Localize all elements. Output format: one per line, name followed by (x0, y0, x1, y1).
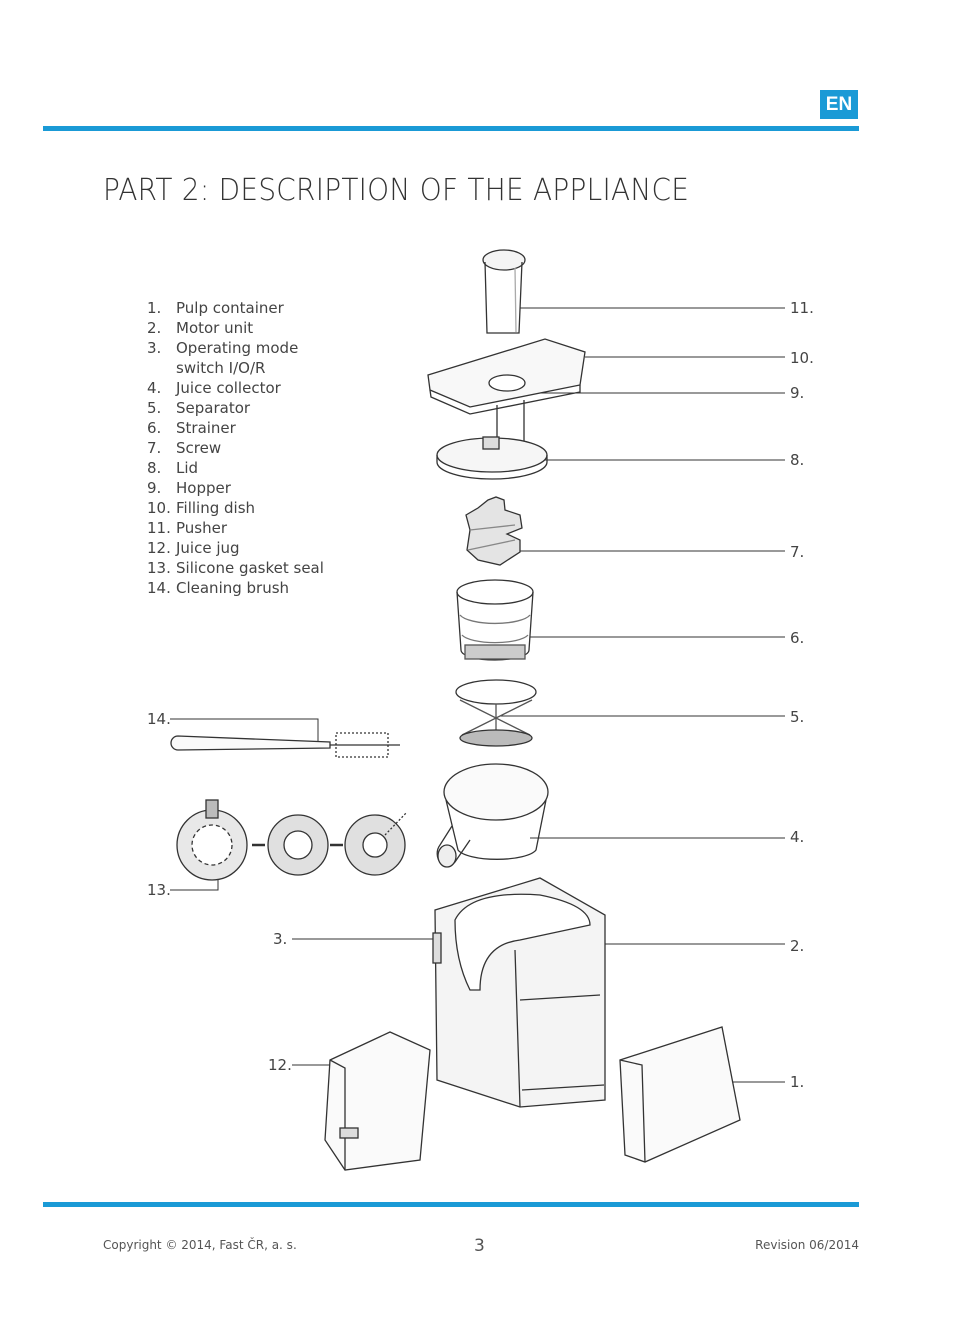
parts-list: 1. Pulp container 2. Motor unit 3. Operatin… (147, 298, 324, 598)
item-label: Screw (176, 439, 222, 457)
item-number: 13. (147, 559, 171, 577)
item-label: Pusher (176, 519, 228, 537)
gasket-seal-illustration (176, 799, 408, 881)
callout-12: 12. (268, 1056, 292, 1074)
item-label: Juice jug (176, 539, 240, 557)
header-rule (43, 126, 859, 131)
item-number: 14. (147, 579, 171, 597)
item-label: Strainer (176, 419, 236, 437)
callout-13: 13. (147, 881, 171, 899)
item-label: Operating mode (176, 339, 299, 357)
filling-dish-illustration (427, 338, 586, 445)
item-label: Motor unit (176, 319, 254, 337)
page-title: PART 2: DESCRIPTION OF THE APPLIANCE (103, 173, 690, 208)
item-number: 1. (147, 299, 162, 317)
list-item: 14. Cleaning brush (147, 578, 324, 598)
item-label: Lid (176, 459, 199, 477)
callout-1: 1. (790, 1073, 805, 1091)
separator-illustration (455, 679, 537, 747)
list-item: 5. Separator (147, 398, 324, 418)
footer-rule (43, 1202, 859, 1207)
callout-8: 8. (790, 451, 805, 469)
list-item: 12. Juice jug (147, 538, 324, 558)
motor-unit-illustration (432, 877, 606, 1108)
item-number: 3. (147, 339, 162, 357)
list-item: 9. Hopper (147, 478, 324, 498)
list-item: 10. Filling dish (147, 498, 324, 518)
item-label: Cleaning brush (176, 579, 290, 597)
item-number: 4. (147, 379, 162, 397)
item-label: Silicone gasket seal (176, 559, 324, 577)
juice-collector-illustration (436, 763, 549, 868)
item-label: Separator (176, 399, 251, 417)
callout-14: 14. (147, 710, 171, 728)
callout-9: 9. (790, 384, 805, 402)
screw-illustration (465, 496, 523, 566)
revision: Revision 06/2014 (755, 1238, 859, 1252)
language-badge: EN (820, 90, 858, 119)
item-number: 9. (147, 479, 162, 497)
item-label: switch I/O/R (176, 359, 266, 377)
item-label: Hopper (176, 479, 231, 497)
item-label: Juice collector (176, 379, 281, 397)
list-item: 13. Silicone gasket seal (147, 558, 324, 578)
item-number: 11. (147, 519, 171, 537)
strainer-illustration (456, 579, 534, 661)
item-number: 10. (147, 499, 171, 517)
page-number: 3 (474, 1236, 485, 1256)
item-number: 6. (147, 419, 162, 437)
callout-7: 7. (790, 543, 805, 561)
cleaning-brush-illustration (170, 732, 400, 758)
pusher-illustration (482, 249, 526, 334)
list-item: 1. Pulp container (147, 298, 324, 318)
list-item: 2. Motor unit (147, 318, 324, 338)
callout-3: 3. (273, 930, 288, 948)
list-item: 8. Lid (147, 458, 324, 478)
callout-11: 11. (790, 299, 814, 317)
item-number: 8. (147, 459, 162, 477)
copyright: Copyright © 2014, Fast ČR, a. s. (103, 1238, 297, 1252)
lid-illustration (436, 436, 548, 480)
list-item: 6. Strainer (147, 418, 324, 438)
callout-10: 10. (790, 349, 814, 367)
callout-6: 6. (790, 629, 805, 647)
list-item: 11. Pusher (147, 518, 324, 538)
list-item: 4. Juice collector (147, 378, 324, 398)
callout-5: 5. (790, 708, 805, 726)
list-item: 7. Screw (147, 438, 324, 458)
juice-jug-illustration (324, 1031, 431, 1171)
pulp-container-illustration (619, 1026, 741, 1163)
item-number: 2. (147, 319, 162, 337)
list-item: switch I/O/R (147, 358, 324, 378)
item-label: Filling dish (176, 499, 256, 517)
callout-2: 2. (790, 937, 805, 955)
item-label: Pulp container (176, 299, 284, 317)
item-number: 5. (147, 399, 162, 417)
item-number: 12. (147, 539, 171, 557)
callout-4: 4. (790, 828, 805, 846)
item-number: 7. (147, 439, 162, 457)
list-item: 3. Operating mode (147, 338, 324, 358)
